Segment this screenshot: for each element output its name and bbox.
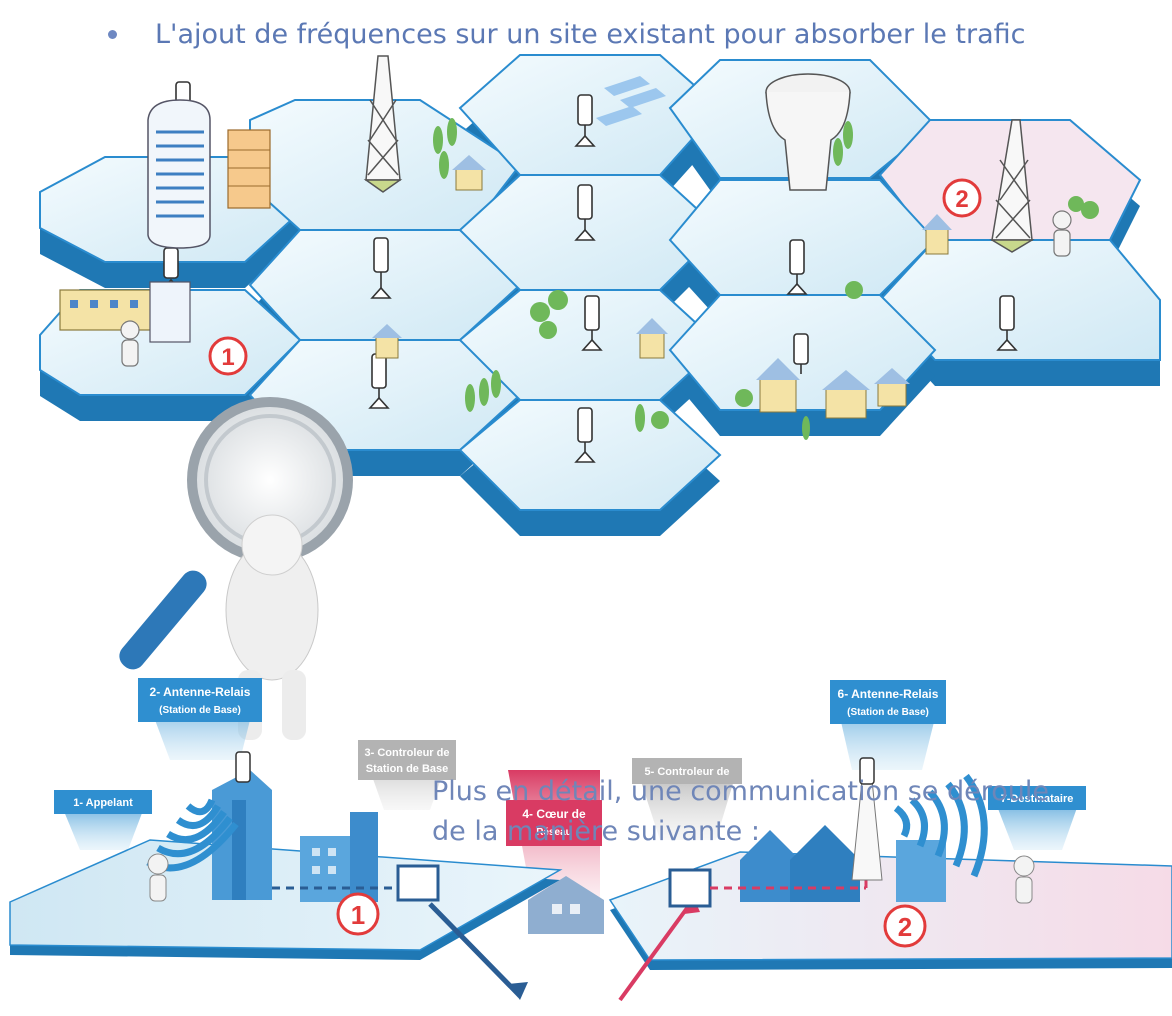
- label-coeur-title: 4- Cœur de: [522, 807, 586, 821]
- antenna-icon: [574, 94, 596, 147]
- label-controleur-left-title: 3- Controleur de: [365, 747, 450, 759]
- svg-text:2: 2: [898, 912, 912, 942]
- top-marker-2: 2: [942, 178, 982, 218]
- antenna-icon: [370, 237, 392, 299]
- label-controleur-left-sub: Station de Base: [366, 763, 449, 775]
- svg-text:1: 1: [351, 900, 365, 930]
- left-city: [212, 770, 440, 902]
- antenna-icon: [574, 184, 596, 241]
- bullet-dot: [108, 29, 117, 39]
- antenna-icon: [786, 239, 808, 295]
- label-box-controleur-right: [632, 758, 742, 784]
- right-tower-icon: [851, 757, 883, 881]
- label-box-destinataire: [988, 786, 1086, 810]
- tower-icon: [989, 119, 1035, 253]
- right-radio-waves: [893, 773, 988, 878]
- house-icon: [636, 318, 668, 359]
- label-box-appelant: [54, 790, 152, 814]
- antenna-icon: [368, 353, 390, 409]
- tower-icon: [363, 55, 403, 193]
- magnifying-glass-figure: [119, 397, 353, 740]
- person-icon: [1052, 210, 1072, 257]
- bottom-marker-2: 2: [883, 904, 927, 948]
- antenna-icon: [581, 295, 603, 351]
- house-icon: [452, 155, 486, 191]
- svg-text:1: 1: [221, 344, 234, 371]
- bullet-text: L'ajout de fréquences sur un site exista…: [155, 18, 1026, 50]
- label-controleur-right-title: 5- Controleur de: [645, 766, 730, 778]
- lattice-tower-icons: [363, 55, 1035, 253]
- label-box-antenne-right: [830, 680, 946, 724]
- tree-icons: [433, 118, 1099, 440]
- label-box-antenne-left: [138, 678, 262, 722]
- antenna-icon: [996, 295, 1018, 351]
- person-icon: [120, 320, 140, 367]
- water-tower-icon: [765, 73, 851, 191]
- residential-cluster-icon: [59, 281, 191, 343]
- label-box-coeur: [506, 800, 602, 846]
- left-caller-person-icon: [147, 853, 169, 902]
- bottom-marker-1: 1: [336, 892, 380, 936]
- house-icons: [372, 155, 952, 419]
- apartment-building-icon: [227, 129, 271, 209]
- label-destinataire: 7-Destinataire: [1001, 793, 1074, 805]
- office-tower-icon: [147, 99, 211, 249]
- detail-paragraph: Plus en détail, une communication se dér…: [432, 776, 1049, 847]
- antenna-icon: [793, 333, 809, 374]
- right-receiver-person-icon: [1013, 855, 1035, 904]
- label-appelant: 1- Appelant: [73, 797, 133, 809]
- solar-panel-icons: [596, 76, 666, 126]
- label-antenne-right-sub: (Station de Base): [847, 707, 929, 718]
- top-marker-1: 1: [208, 336, 248, 376]
- left-building-antenna-icon: [235, 751, 251, 783]
- label-antenne-right-title: 6- Antenne-Relais: [838, 687, 939, 701]
- bullet-item: L'ajout de fréquences sur un site exista…: [108, 14, 1026, 54]
- core-network-building: [528, 876, 604, 934]
- svg-text:2: 2: [955, 186, 968, 213]
- label-box-controleur-left: [358, 740, 456, 780]
- house-icon: [756, 358, 800, 413]
- bottom-labels: 2- Antenne-Relais (Station de Base) 1- A…: [54, 678, 1086, 846]
- house-icon: [922, 214, 952, 255]
- label-coeur-sub: Réseau: [536, 827, 572, 838]
- house-icon: [822, 370, 870, 419]
- house-icon: [372, 324, 402, 359]
- antenna-icon: [574, 407, 596, 463]
- house-icon: [874, 368, 910, 407]
- person-icons: [120, 210, 1072, 367]
- label-antenne-left-sub: (Station de Base): [159, 705, 241, 716]
- label-antenne-left-title: 2- Antenne-Relais: [150, 685, 251, 699]
